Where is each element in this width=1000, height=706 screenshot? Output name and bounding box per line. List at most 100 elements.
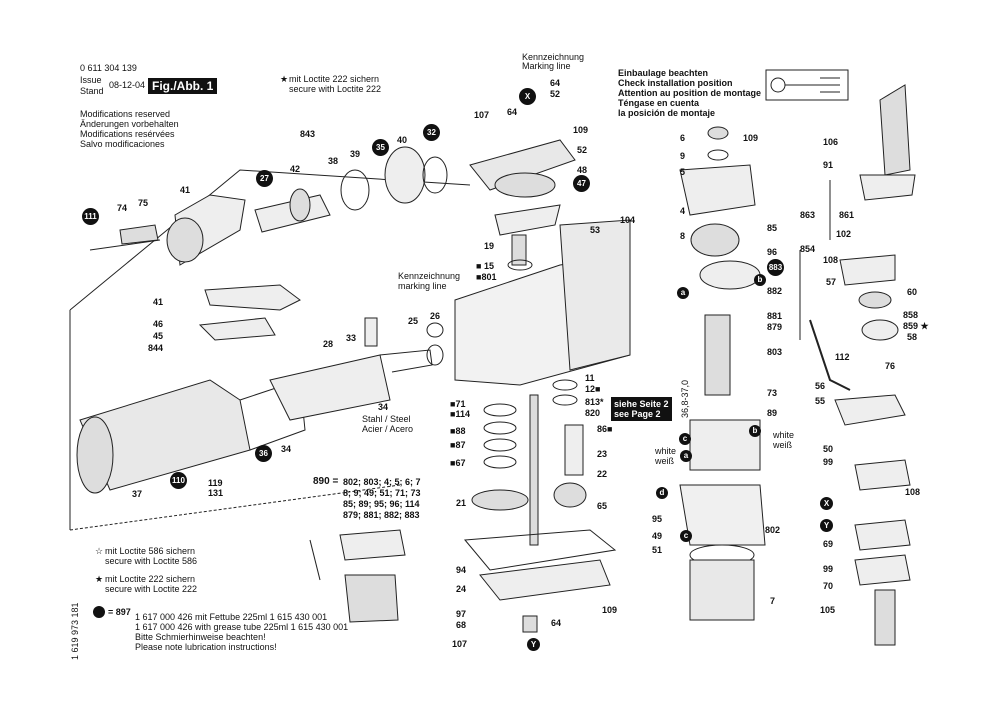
badge-y: Y: [527, 638, 540, 651]
issue-label: Issue: [80, 75, 102, 85]
part-label: 4: [680, 206, 686, 216]
part-label: 6: [680, 133, 686, 143]
part-label-813: 813*: [585, 397, 604, 407]
part-label: 87: [455, 440, 466, 450]
part-label: 11: [585, 373, 595, 383]
grease-note-1: 1 617 000 426 mit Fettube 225ml 1 615 43…: [135, 612, 328, 622]
part-label: 107: [452, 639, 468, 649]
part-label: 85: [767, 223, 778, 233]
part-label: 104: [620, 215, 636, 225]
loctite-top-star-icon: ★: [280, 74, 289, 84]
badge-b: b: [754, 274, 766, 286]
part-label-88: ■88: [450, 426, 466, 436]
part-label: 119: [208, 478, 223, 488]
part-label: 88: [455, 426, 466, 436]
part-label: 858: [903, 310, 919, 320]
badge-36: 36: [255, 445, 272, 462]
part-label: 99: [823, 457, 834, 467]
part-label: 12: [585, 384, 596, 394]
part-label: 97: [456, 609, 467, 619]
steel-note-2: Acier / Acero: [362, 424, 414, 434]
part-number: 0 611 304 139: [80, 63, 137, 73]
badge-a: a: [680, 450, 692, 462]
part-label: 57: [826, 277, 837, 287]
loctite586-star-icon: ☆: [95, 546, 104, 556]
marking-line-note-en: marking line: [398, 281, 447, 291]
part-label: 52: [550, 89, 561, 99]
part-label: 102: [836, 229, 852, 239]
loctite586-note-en: secure with Loctite 586: [105, 556, 198, 566]
part-label: 131: [208, 488, 224, 498]
part-label: 863: [800, 210, 816, 220]
part-label: 91: [823, 160, 834, 170]
part-label: 64: [551, 618, 562, 628]
part-label: 21: [456, 498, 467, 508]
badge-x: X: [519, 88, 536, 105]
part-label: 45: [153, 331, 164, 341]
part-label: 9: [680, 151, 686, 161]
mod-note-en: Modifications reserved: [80, 109, 171, 119]
mod-note-de: Änderungen vorbehalten: [80, 119, 179, 129]
set-line-1: 802; 803; 4; 5; 6; 7: [343, 477, 421, 487]
marking-line-note-de: Kennzeichnung: [398, 271, 461, 281]
part-label: 109: [602, 605, 618, 615]
badge-x: X: [820, 497, 833, 510]
mod-note-fr: Modifications resérvées: [80, 129, 175, 139]
part-label-86: 86■: [597, 424, 613, 434]
part-label: 26: [430, 311, 441, 321]
part-label: 95: [652, 514, 663, 524]
badge-27: 27: [256, 170, 273, 187]
see-page-note: siehe Seite 2 see Page 2: [611, 397, 672, 421]
wire-white-label-2: white: [773, 430, 795, 440]
install-note-2: Check installation position: [618, 78, 733, 88]
part-label: 70: [823, 581, 834, 591]
badge-47: 47: [573, 175, 590, 192]
part-label: 68: [456, 620, 467, 630]
part-label: 8: [680, 231, 686, 241]
part-label: 105: [820, 605, 836, 615]
part-label: 24: [456, 584, 467, 594]
part-label: 46: [153, 319, 164, 329]
part-label: 801: [481, 272, 497, 282]
grease-note-2: 1 617 000 426 with grease tube 225ml 1 6…: [135, 622, 349, 632]
part-label: 41: [180, 185, 191, 195]
part-label: 23: [597, 449, 608, 459]
steel-note-1: Stahl / Steel: [362, 414, 411, 424]
part-label: 39: [350, 149, 361, 159]
issue-date: 08-12-04: [109, 80, 146, 90]
see-page-en: see Page 2: [614, 409, 661, 419]
part-label: 843: [300, 129, 316, 139]
badge-b: b: [749, 425, 761, 437]
set-line-4: 879; 881; 882; 883: [343, 510, 420, 520]
dimension-note: 36,8-37,0: [680, 379, 690, 418]
part-label: 881: [767, 311, 783, 321]
grease-note-3: Bitte Schmierhinweise beachten!: [135, 632, 266, 642]
wire-weiss-label-1: weiß: [655, 456, 675, 466]
install-note-1: Einbaulage beachten: [618, 68, 709, 78]
part-label: 5: [680, 167, 686, 177]
part-label-15: ■ 15: [476, 261, 494, 271]
part-label: 106: [823, 137, 839, 147]
part-label: 52: [577, 145, 588, 155]
part-label: 22: [597, 469, 608, 479]
stand-label: Stand: [80, 86, 104, 96]
part-label-87: ■87: [450, 440, 466, 450]
see-page-de: siehe Seite 2: [614, 399, 669, 409]
part-label: 882: [767, 286, 783, 296]
part-label: 69: [823, 539, 834, 549]
part-label: 7: [770, 596, 776, 606]
set-label: 890 =: [313, 476, 339, 487]
part-label: 64: [550, 78, 561, 88]
part-label: 820: [585, 408, 601, 418]
part-label: 94: [456, 565, 467, 575]
part-label: 40: [397, 135, 408, 145]
badge-883: 883: [767, 259, 784, 276]
part-label: 99: [823, 564, 834, 574]
part-label: 854: [800, 244, 816, 254]
part-label: 71: [455, 399, 466, 409]
badge-111: 111: [82, 208, 99, 225]
part-label-859: 859 ★: [903, 321, 929, 331]
part-label: 107: [474, 110, 490, 120]
part-label: 109: [743, 133, 759, 143]
wire-white-label-1: white: [655, 446, 677, 456]
